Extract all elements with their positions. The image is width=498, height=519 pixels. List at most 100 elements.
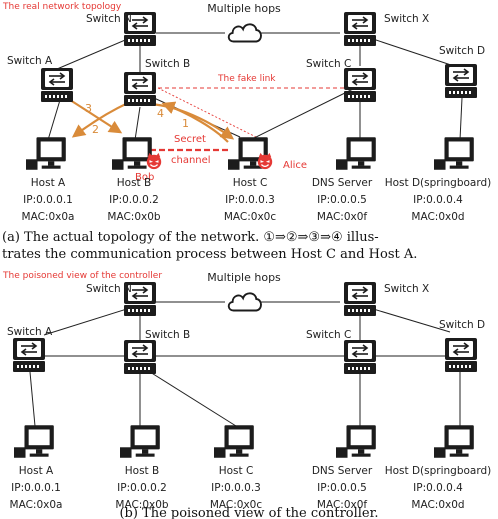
- b-dns-server-name: DNS Server: [312, 465, 373, 477]
- b-switch-x-icon: [343, 281, 377, 317]
- b-host-b-name: Host B: [125, 465, 159, 477]
- b-host-d-ip: IP:0.0.0.4: [413, 482, 463, 494]
- top-multiple-hops-label: Multiple hops: [207, 2, 281, 15]
- b-host-d-mac: MAC:0x0d: [411, 499, 464, 511]
- cloud-icon: [227, 23, 262, 43]
- communication-arrows: [69, 99, 235, 143]
- top-host-d-ip: IP:0.0.0.4: [413, 194, 463, 206]
- b-host-b-computer-icon: [120, 425, 160, 458]
- b-link-a-hosta: [29, 371, 36, 427]
- link-d-hostd: [459, 97, 463, 141]
- arrow-number-2: 2: [92, 123, 99, 136]
- top-panel-title: The real network topology: [2, 2, 122, 12]
- top-switch-a-label: Switch A: [7, 55, 53, 67]
- top-host-labels: Host A IP:0.0.0.1 MAC:0x0a Host B IP:0.0…: [22, 177, 492, 223]
- top-host-a-name: Host A: [31, 177, 66, 189]
- b-switch-d-icon: [444, 337, 478, 373]
- b-dns-server-computer-icon: [336, 425, 376, 458]
- top-links: [47, 32, 463, 141]
- b-switch-b-label: Switch B: [145, 329, 190, 341]
- b-host-a-ip: IP:0.0.0.1: [11, 482, 61, 494]
- switch-b-icon: [123, 71, 157, 107]
- top-host-d-mac: MAC:0x0d: [411, 211, 464, 223]
- b-link-x-d: [369, 307, 451, 333]
- caption-b: (b) The poisoned view of the controller.: [119, 506, 378, 519]
- arrow-number-1: 1: [182, 117, 189, 130]
- switch-d-icon: [444, 63, 478, 99]
- b-host-c-computer-icon: [214, 425, 254, 458]
- top-switch-x-label: Switch X: [384, 13, 429, 25]
- b-host-c-mac: MAC:0x0c: [210, 499, 263, 511]
- top-switch-n-label: Switch N: [86, 13, 132, 25]
- dns-server-computer-icon: [336, 137, 376, 170]
- bottom-multiple-hops-label: Multiple hops: [207, 271, 281, 284]
- bottom-host-labels: Host A IP:0.0.0.1 MAC:0x0a Host B IP:0.0…: [10, 465, 492, 511]
- arrow-4: [149, 102, 235, 140]
- top-host-c-name: Host C: [233, 177, 268, 189]
- b-host-d-computer-icon: [434, 425, 474, 458]
- top-host-d-name: Host D(springboard): [385, 177, 492, 189]
- b-host-a-mac: MAC:0x0a: [10, 499, 63, 511]
- bob-devil-icon: [146, 152, 162, 170]
- fake-link-label: The fake link: [217, 74, 276, 84]
- bottom-panel-title: The poisoned view of the controller: [2, 271, 162, 281]
- top-host-b-ip: IP:0.0.0.2: [109, 194, 159, 206]
- bottom-links: [29, 301, 461, 427]
- switch-a-icon: [40, 67, 74, 103]
- caption-a-line2: trates the communication process between…: [2, 247, 417, 262]
- b-dns-server-ip: IP:0.0.0.5: [317, 482, 367, 494]
- top-dns-server-name: DNS Server: [312, 177, 373, 189]
- b-switch-a-icon: [12, 337, 46, 373]
- b-switch-b-icon: [123, 339, 157, 375]
- b-switch-c-label: Switch C: [306, 329, 351, 341]
- top-dns-server-ip: IP:0.0.0.5: [317, 194, 367, 206]
- top-host-a-mac: MAC:0x0a: [22, 211, 75, 223]
- b-switch-n-label: Switch N: [86, 283, 132, 295]
- switch-x-icon: [343, 11, 377, 47]
- alice-devil-icon: [257, 152, 273, 170]
- b-switch-c-icon: [343, 339, 377, 375]
- b-host-a-computer-icon: [14, 425, 54, 458]
- top-host-b-mac: MAC:0x0b: [107, 211, 161, 223]
- fake-link-to-host-c: [157, 87, 263, 141]
- b-dns-server-mac: MAC:0x0f: [317, 499, 368, 511]
- b-switch-a-label: Switch A: [7, 326, 53, 338]
- link-c-hostc: [249, 87, 356, 141]
- host-b-computer-icon: [112, 137, 152, 170]
- arrow-number-4: 4: [157, 107, 164, 120]
- link-x-d: [369, 37, 455, 67]
- top-host-c-mac: MAC:0x0c: [224, 211, 277, 223]
- b-link-n-a: [43, 307, 131, 336]
- b-host-a-name: Host A: [19, 465, 54, 477]
- link-a-hosta: [47, 99, 61, 141]
- secret-channel-label-line1: Secret: [174, 134, 206, 145]
- b-switch-d-label: Switch D: [439, 319, 485, 331]
- top-host-b-name: Host B: [117, 177, 151, 189]
- arrow-number-3: 3: [85, 102, 92, 115]
- host-d-computer-icon: [434, 137, 474, 170]
- alice-label: Alice: [283, 160, 307, 171]
- top-switch-b-label: Switch B: [145, 58, 190, 70]
- top-switch-d-label: Switch D: [439, 45, 485, 57]
- arrow-3: [69, 99, 123, 134]
- top-host-c-ip: IP:0.0.0.3: [225, 194, 275, 206]
- b-host-b-ip: IP:0.0.0.2: [117, 482, 167, 494]
- switch-c-icon: [343, 67, 377, 103]
- link-b-hostb: [134, 106, 141, 141]
- top-panel: 1 2 3 4 The real network topology Multip…: [2, 2, 491, 262]
- b-cloud-icon: [227, 292, 262, 312]
- top-switch-c-label: Switch C: [306, 58, 351, 70]
- b-host-c-ip: IP:0.0.0.3: [211, 482, 261, 494]
- b-switch-x-label: Switch X: [384, 283, 429, 295]
- secret-channel-label-line2: channel: [171, 155, 211, 166]
- b-host-b-mac: MAC:0x0b: [115, 499, 169, 511]
- caption-a-line1: (a) The actual topology of the network. …: [2, 230, 379, 245]
- b-link-b-hostc: [149, 371, 237, 427]
- top-dns-server-mac: MAC:0x0f: [317, 211, 368, 223]
- b-host-c-name: Host C: [219, 465, 254, 477]
- host-a-computer-icon: [26, 137, 66, 170]
- bottom-panel: The poisoned view of the controller Mult…: [2, 271, 491, 519]
- b-host-d-name: Host D(springboard): [385, 465, 492, 477]
- link-n-a: [49, 37, 131, 73]
